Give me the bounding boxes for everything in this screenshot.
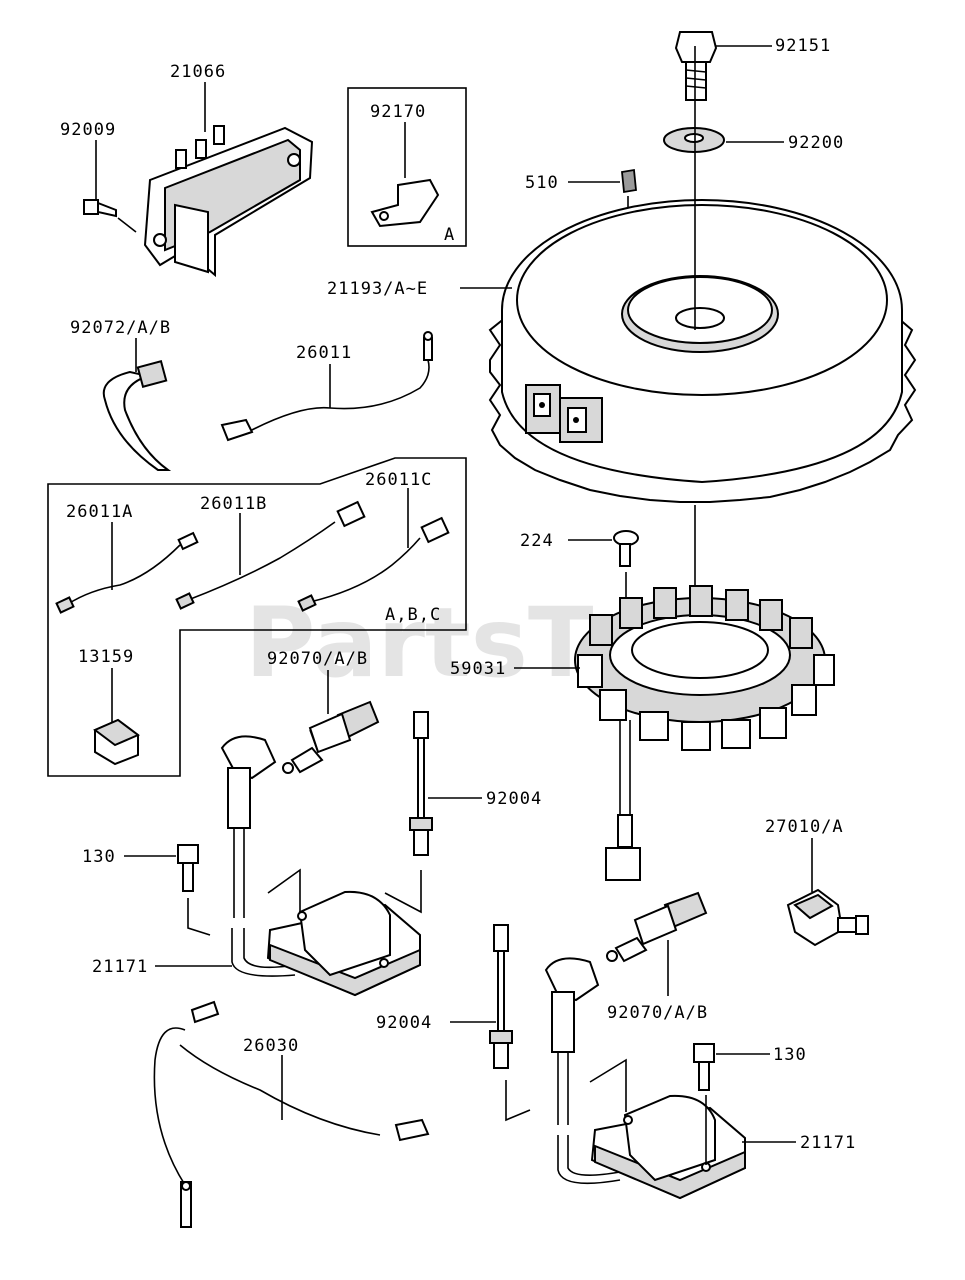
label-92070-top: 92070/A/B (267, 649, 368, 669)
screw-224[interactable] (613, 530, 639, 567)
label-92004-bottom: 92004 (376, 1013, 432, 1033)
switch-27010[interactable] (786, 888, 869, 947)
label-92070-bottom: 92070/A/B (607, 1003, 708, 1023)
spark-plug-92070-bottom[interactable] (606, 891, 708, 963)
lead-26011A[interactable] (55, 531, 199, 614)
bolt-92151[interactable] (674, 31, 718, 101)
key-510[interactable] (621, 168, 637, 194)
stud-92004-top[interactable] (409, 711, 433, 856)
washer-92200[interactable] (663, 127, 725, 153)
flywheel-21193[interactable] (488, 199, 917, 503)
label-92009: 92009 (60, 120, 116, 140)
label-130-right: 130 (773, 1045, 807, 1065)
ignition-coil-21171-right[interactable] (544, 957, 746, 1200)
screw-92009[interactable] (83, 199, 117, 218)
label-27010: 27010/A (765, 817, 844, 837)
label-26030: 26030 (243, 1036, 299, 1056)
label-26011B: 26011B (200, 494, 267, 514)
label-59031: 59031 (450, 659, 506, 679)
label-92200: 92200 (788, 133, 844, 153)
connector-13159[interactable] (93, 718, 140, 766)
label-26011: 26011 (296, 343, 352, 363)
lead-26011[interactable] (220, 331, 433, 442)
label-510: 510 (525, 173, 559, 193)
label-13159: 13159 (78, 647, 134, 667)
label-130-left: 130 (82, 847, 116, 867)
regulator-21066[interactable] (143, 125, 314, 278)
clamp-92170[interactable] (370, 178, 440, 228)
bolt-130-left[interactable] (177, 844, 199, 892)
stator-connector[interactable] (605, 814, 641, 881)
spark-plug-92070-top[interactable] (282, 700, 380, 774)
label-92170-box: A (444, 225, 455, 245)
band-92072[interactable] (102, 360, 172, 471)
lead-26011B[interactable] (175, 500, 366, 610)
label-21066: 21066 (170, 62, 226, 82)
label-92072: 92072/A/B (70, 318, 171, 338)
label-21193: 21193/A~E (327, 279, 428, 299)
label-26011A: 26011A (66, 502, 133, 522)
label-abc: A,B,C (385, 605, 441, 625)
stud-92004-bottom[interactable] (489, 924, 513, 1069)
stator-59031[interactable] (574, 585, 835, 815)
box-26011-set (47, 457, 467, 777)
box-92170 (347, 87, 467, 247)
lead-26011C[interactable] (297, 516, 450, 612)
label-26011C: 26011C (365, 470, 432, 490)
label-21171-right: 21171 (800, 1133, 856, 1153)
bolt-130-right[interactable] (693, 1043, 715, 1091)
ignition-coil-21171-left[interactable] (220, 735, 421, 997)
label-224: 224 (520, 531, 554, 551)
label-92004-top: 92004 (486, 789, 542, 809)
label-21171-left: 21171 (92, 957, 148, 977)
lead-26030[interactable] (153, 1000, 430, 1228)
label-92170: 92170 (370, 102, 426, 122)
label-92151: 92151 (775, 36, 831, 56)
